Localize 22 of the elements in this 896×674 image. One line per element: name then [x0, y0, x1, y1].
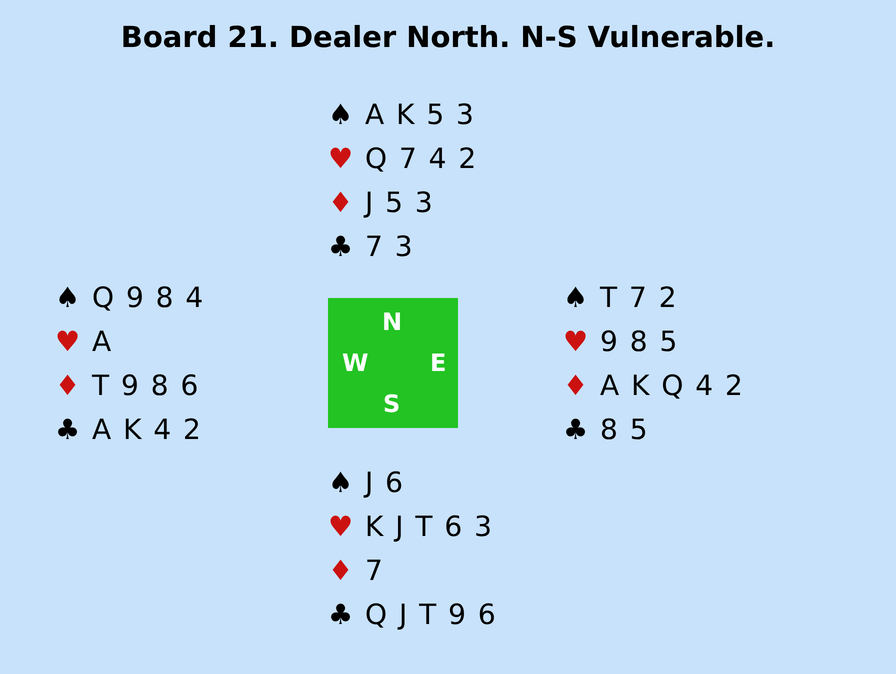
hand-line: ♦ 7	[328, 554, 383, 588]
hand-line: ♠ J 6	[328, 466, 403, 500]
hand-line: ♣ 8 5	[563, 413, 648, 447]
hand-line: ♥ Q 7 4 2	[328, 142, 476, 176]
hand-line: ♥ 9 8 5	[563, 325, 678, 359]
hand-line: ♦ A K Q 4 2	[563, 369, 743, 403]
compass-letter: N	[382, 309, 402, 335]
hand-line: ♠ Q 9 8 4	[55, 281, 204, 315]
hand-line: ♣ A K 4 2	[55, 413, 201, 447]
hand-line: ♠ A K 5 3	[328, 98, 474, 132]
hand-line: ♥ A	[55, 325, 112, 359]
compass-box	[328, 298, 458, 428]
hand-line: ♦ J 5 3	[328, 186, 433, 220]
hand-line: ♣ 7 3	[328, 230, 413, 264]
compass-letter: E	[430, 350, 446, 376]
hand-line: ♠ T 7 2	[563, 281, 677, 315]
compass-letter: S	[383, 391, 400, 417]
title: Board 21. Dealer North. N-S Vulnerable.	[120, 20, 776, 54]
compass-letter: W	[342, 350, 368, 376]
hand-line: ♦ T 9 8 6	[55, 369, 198, 403]
hand-line: ♥ K J T 6 3	[328, 510, 492, 544]
hand-line: ♣ Q J T 9 6	[328, 598, 496, 632]
